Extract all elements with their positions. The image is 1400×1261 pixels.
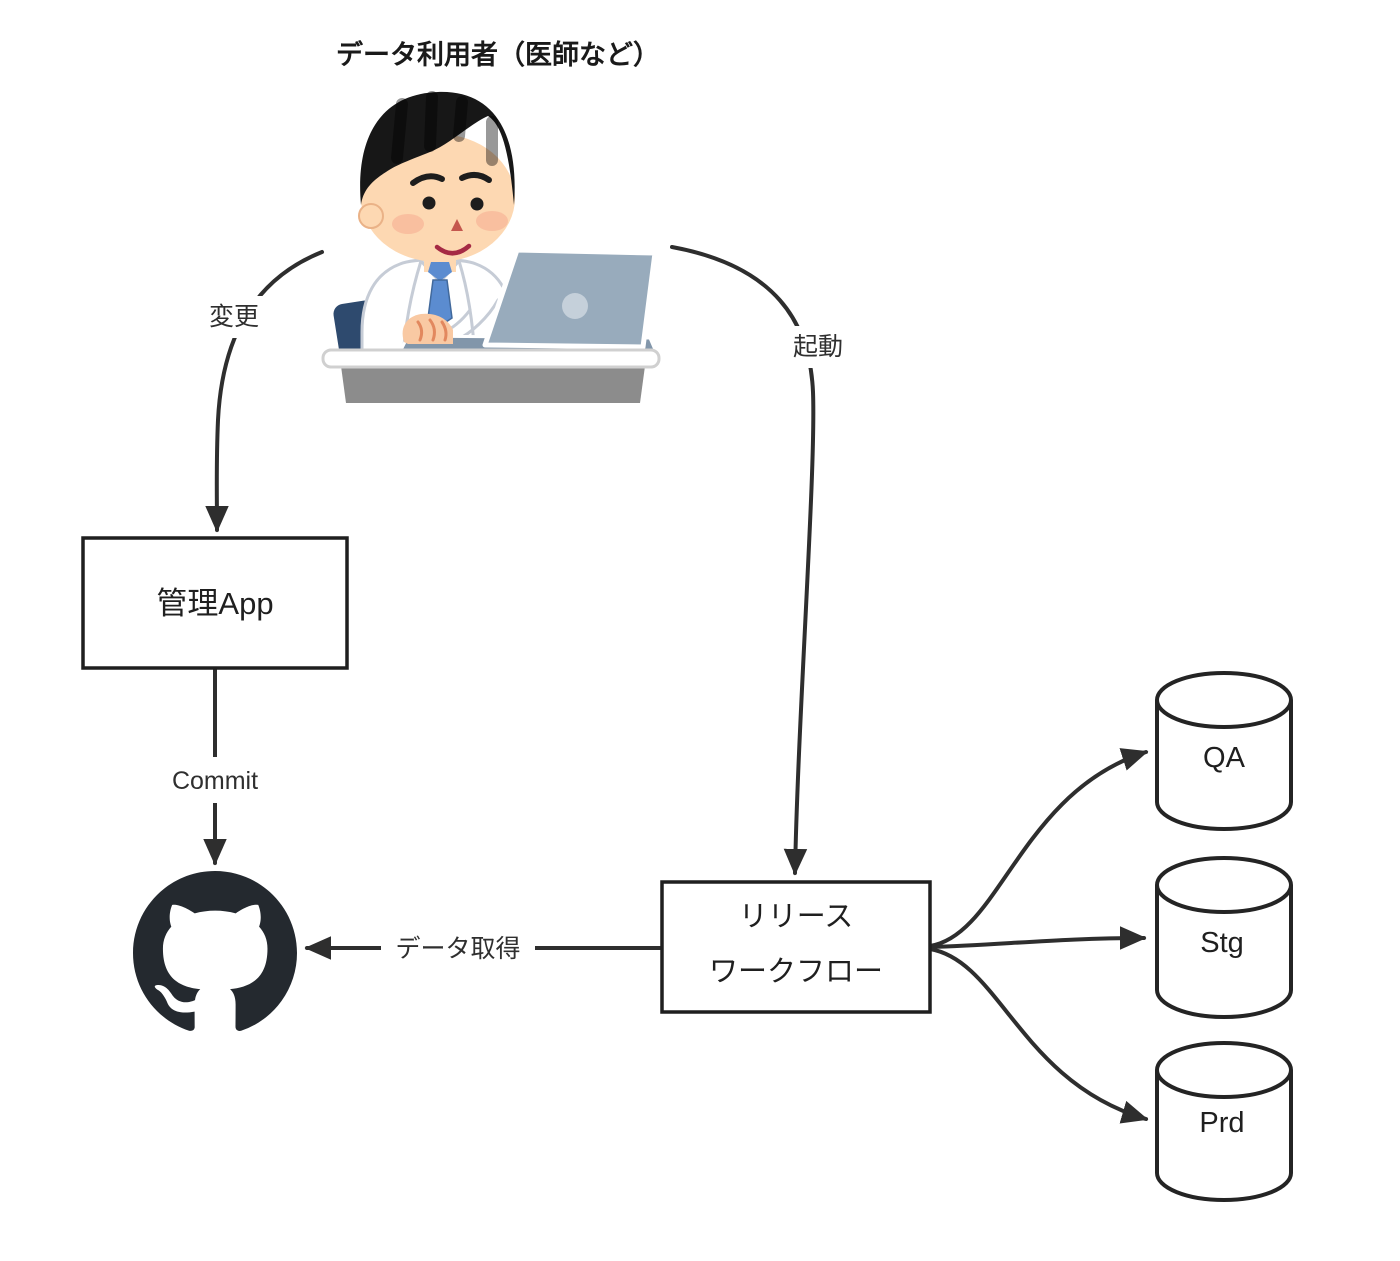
svg-text:Commit: Commit (172, 767, 258, 795)
edge-to-prd-arrow (928, 947, 1149, 1124)
doctor-at-laptop-illustration (321, 91, 661, 403)
svg-text:起動: 起動 (793, 333, 843, 361)
edge-launch-arrow (670, 245, 816, 876)
database-stg-label: Stg (1200, 927, 1244, 959)
edge-label-launch: 起動 (787, 326, 849, 368)
release-workflow-label-line1: リリース (739, 901, 854, 933)
laptop (482, 247, 658, 350)
node-github (133, 871, 297, 1031)
diagram-title: データ利用者（医師など） (336, 39, 660, 70)
face-features (392, 172, 508, 256)
edge-label-commit: Commit (157, 757, 273, 803)
person-hair (360, 91, 515, 205)
svg-text:データ取得: データ取得 (395, 935, 520, 963)
edge-to-qa-arrow (928, 748, 1149, 948)
admin-app-label: 管理App (156, 586, 273, 621)
database-prd-label: Prd (1199, 1107, 1244, 1139)
laptop-logo (562, 293, 588, 319)
necktie (427, 262, 453, 327)
desk-body (341, 366, 645, 403)
node-release-workflow: リリース ワークフロー (660, 880, 932, 1014)
node-database-qa: QA (1155, 671, 1293, 831)
edge-label-change: 変更 (203, 296, 265, 338)
edge-to-stg-arrow (928, 926, 1147, 950)
person-ear (358, 203, 384, 229)
svg-text:変更: 変更 (209, 303, 259, 331)
edge-change-arrow (205, 250, 324, 533)
edges: 変更 起動 Commit データ取得 (157, 245, 1149, 1124)
edge-label-fetch: データ取得 (381, 925, 535, 971)
hands (402, 313, 453, 344)
node-admin-app: 管理App (81, 536, 349, 670)
release-workflow-label-line2: ワークフロー (709, 956, 883, 988)
database-qa-label: QA (1203, 742, 1246, 774)
hair-streaks (391, 91, 498, 166)
github-octocat-icon (133, 871, 297, 1031)
node-database-stg: Stg (1155, 856, 1293, 1019)
desk-top (321, 348, 661, 369)
node-database-prd: Prd (1155, 1041, 1293, 1202)
